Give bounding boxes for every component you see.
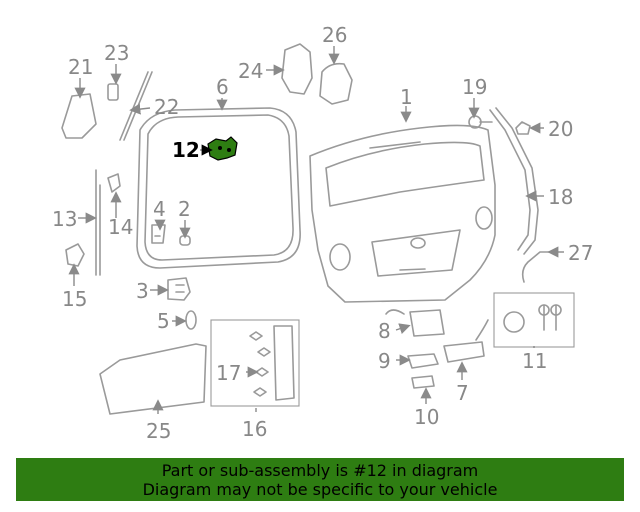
leader-lines [68, 46, 564, 414]
label-20: 20 [548, 117, 573, 141]
lock-cylinder-set-part-11 [493, 292, 575, 348]
info-banner: Part or sub-assembly is #12 in diagram D… [16, 458, 624, 501]
label-21: 21 [68, 55, 93, 79]
part-24 [281, 43, 313, 95]
label-4: 4 [153, 197, 166, 221]
trim-set-part-16 [210, 319, 300, 407]
label-13: 13 [52, 207, 77, 231]
label-19: 19 [462, 75, 487, 99]
label-1: 1 [400, 85, 413, 109]
label-27: 27 [568, 241, 593, 265]
label-2: 2 [178, 197, 191, 221]
banner-line-2: Diagram may not be specific to your vehi… [142, 479, 498, 499]
weatherstrip-part-6 [136, 107, 301, 269]
part-26 [319, 62, 353, 105]
label-7: 7 [456, 381, 469, 405]
label-24: 24 [238, 59, 263, 83]
label-11: 11 [522, 349, 547, 373]
label-5: 5 [157, 309, 170, 333]
back-door-part-1 [309, 124, 496, 303]
label-14: 14 [108, 215, 133, 239]
stay-part-22 [119, 71, 153, 141]
part-14 [107, 173, 121, 193]
handle-part-7 [443, 319, 489, 363]
label-17: 17 [216, 361, 241, 385]
label-9: 9 [378, 349, 391, 373]
label-12: 12 [172, 138, 200, 162]
banner-line-1: Part or sub-assembly is #12 in diagram [161, 460, 479, 480]
part-23 [107, 83, 119, 101]
clip-part-4 [151, 224, 166, 244]
cable-part-27 [521, 251, 551, 283]
label-25: 26 [322, 23, 347, 47]
label-10: 10 [414, 405, 439, 429]
part-9 [407, 353, 439, 369]
strip-part-18 [489, 107, 539, 255]
panel-part-25 [99, 343, 207, 415]
label-22: 22 [154, 95, 179, 119]
label-8: 8 [378, 319, 391, 343]
hinge-part-15 [65, 243, 85, 267]
nut-part-20 [515, 121, 531, 135]
parts-diagram: 1 2 3 4 5 6 7 8 9 10 11 12 13 14 15 16 1… [52, 23, 593, 443]
label-15: 15 [62, 287, 87, 311]
part-3 [167, 277, 191, 301]
label-3: 3 [136, 279, 149, 303]
part-10 [411, 375, 435, 389]
highlighted-part-12 [207, 136, 238, 161]
label-6: 6 [216, 75, 229, 99]
label-23: 23 [104, 41, 129, 65]
label-25b: 25 [146, 419, 171, 443]
label-18: 18 [548, 185, 573, 209]
part-5 [185, 310, 197, 330]
label-16: 16 [242, 417, 267, 441]
stay-part-13 [95, 169, 101, 276]
plug-part-2 [179, 235, 191, 246]
lock-part-8 [385, 309, 445, 337]
bracket-part-21 [61, 93, 97, 139]
